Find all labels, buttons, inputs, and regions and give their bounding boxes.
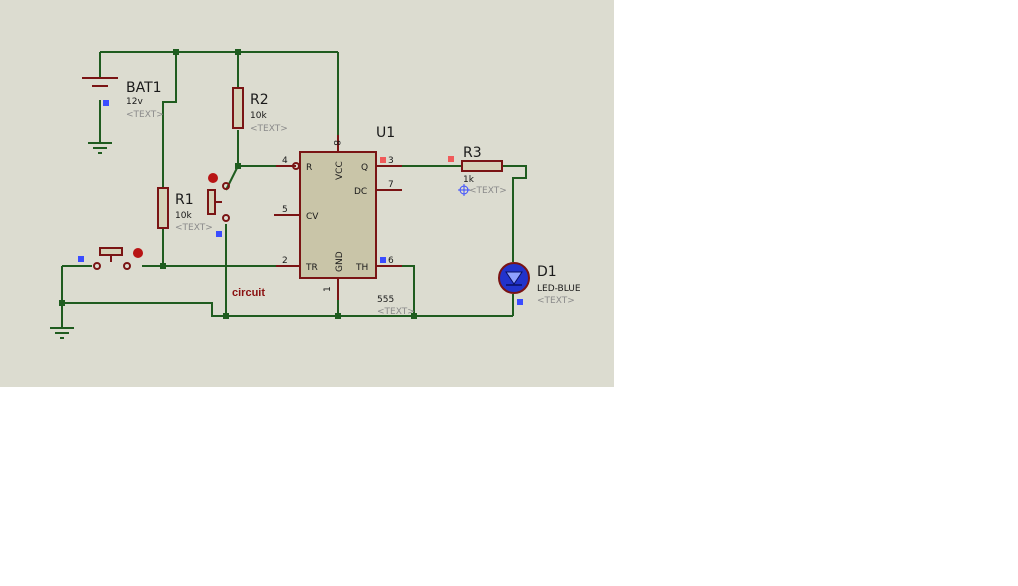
battery-bat1[interactable]: BAT1 12v <TEXT> <box>82 77 164 120</box>
u1-pin-number-6: 6 <box>388 256 394 266</box>
ground-icon <box>88 142 112 154</box>
u1-text-placeholder: <TEXT> <box>377 307 415 317</box>
junction-nodes <box>59 49 417 319</box>
u1-q-pin-marker <box>380 157 386 163</box>
u1-pin-name-gnd: GND <box>335 251 345 272</box>
button-actuator-dot[interactable] <box>133 248 143 258</box>
battery-icon <box>82 77 118 87</box>
r3-text-placeholder: <TEXT> <box>469 186 507 196</box>
u1-pin-number-1: 1 <box>323 286 333 292</box>
resistor-r1[interactable]: R1 10k <TEXT> <box>157 187 213 233</box>
u1-ref-label: U1 <box>376 125 395 141</box>
u1-pin-number-4: 4 <box>282 156 288 166</box>
push-button-trigger[interactable] <box>78 247 143 270</box>
resistor-r2[interactable]: R2 10k <TEXT> <box>232 87 288 134</box>
u1-pin-stubs <box>274 135 402 300</box>
led-d1[interactable]: D1 LED-BLUE <TEXT> <box>498 262 581 306</box>
r1-text-placeholder: <TEXT> <box>175 223 213 233</box>
bat1-pin-marker <box>103 100 109 106</box>
d1-text-placeholder: <TEXT> <box>537 296 575 306</box>
bat1-value-label: 12v <box>126 97 143 107</box>
u1-pin-number-8: 8 <box>331 140 341 146</box>
u1-pin-number-7: 7 <box>388 180 394 190</box>
u1-pin-name-q: Q <box>361 163 368 173</box>
resistor-r3[interactable]: R3 1k <TEXT> <box>448 145 507 196</box>
u1-value-label: 555 <box>377 295 394 305</box>
push-button-reset[interactable] <box>207 173 230 237</box>
u1-pin-name-r: R <box>306 163 312 173</box>
bat1-text-placeholder: <TEXT> <box>126 110 164 120</box>
r2-ref-label: R2 <box>250 92 269 108</box>
u1-pin-name-vcc: VCC <box>335 161 345 180</box>
u1-pin-name-dc: DC <box>354 187 367 197</box>
button-pin-marker <box>78 256 84 262</box>
u1-pin-number-3: 3 <box>388 156 394 166</box>
r3-value-label: 1k <box>463 175 475 185</box>
u1-pin-number-5: 5 <box>282 205 288 215</box>
u1-pin-name-th: TH <box>355 263 368 273</box>
push-button-icon <box>207 182 230 222</box>
r1-value-label: 10k <box>175 211 192 221</box>
r1-ref-label: R1 <box>175 192 194 208</box>
u1-pin-name-cv: CV <box>306 212 319 222</box>
ic-u1-555[interactable]: U1 555 <TEXT> R CV TR Q DC TH VCC GND 4 … <box>274 125 415 317</box>
bat1-ref-label: BAT1 <box>126 80 162 96</box>
push-button-icon <box>93 247 131 270</box>
probe-crosshair-icon[interactable] <box>458 184 470 196</box>
r2-text-placeholder: <TEXT> <box>250 124 288 134</box>
ground-icon <box>50 327 74 339</box>
button-actuator-dot[interactable] <box>208 173 218 183</box>
d1-pin-marker <box>517 299 523 305</box>
d1-value-label: LED-BLUE <box>537 284 581 294</box>
r2-value-label: 10k <box>250 111 267 121</box>
u1-pin-name-tr: TR <box>305 263 318 273</box>
r3-ref-label: R3 <box>463 145 482 161</box>
led-icon <box>498 262 530 294</box>
d1-ref-label: D1 <box>537 264 557 280</box>
net-label-circuit[interactable]: circuit <box>232 287 265 299</box>
r3-pin-marker <box>448 156 454 162</box>
u1-th-pin-marker <box>380 257 386 263</box>
u1-pin-number-2: 2 <box>282 256 288 266</box>
button-pin-marker <box>216 231 222 237</box>
